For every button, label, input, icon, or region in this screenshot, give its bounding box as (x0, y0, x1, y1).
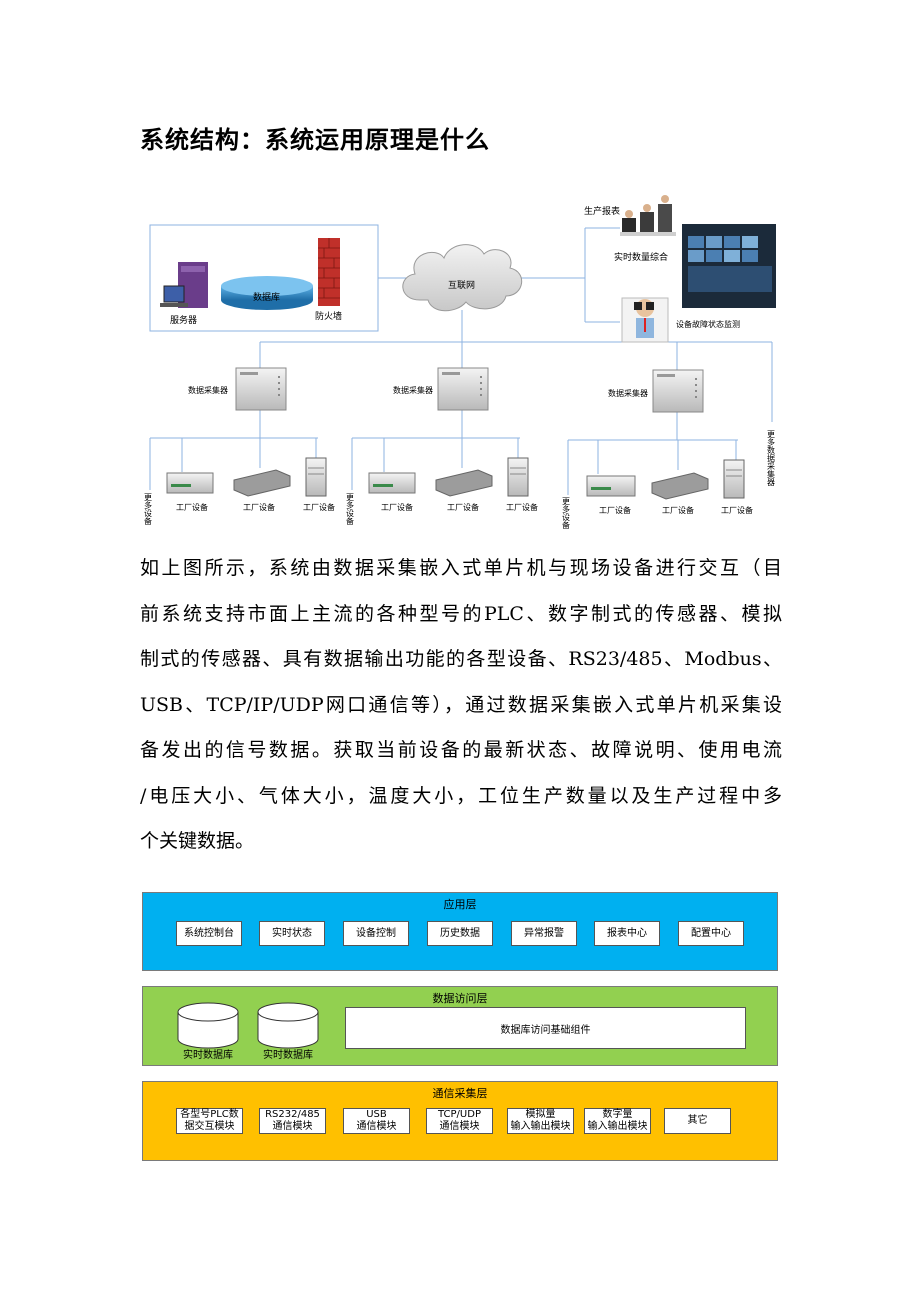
comm-module-box: 各型号PLC数 据交互模块 (176, 1108, 243, 1134)
paragraph-line: 个关键数据。 (140, 830, 255, 852)
app-module-box: 配置中心 (678, 921, 744, 946)
more-collectors-label: 更多数据采集器 (767, 430, 776, 487)
communication-layer: 通信采集层 各型号PLC数 据交互模块 RS232/485 通信模块 USB 通… (142, 1081, 778, 1161)
database-label: 实时数据库 (183, 1050, 233, 1061)
paragraph-line: 前系统支持市面上主流的各种型号的PLC、数字制式的传感器、模拟 (140, 602, 782, 625)
monitor-wall-icon (682, 224, 776, 308)
more-devices-label: 更多设备 (562, 497, 571, 530)
collector-icon (437, 367, 489, 411)
comm-module-box: USB 通信模块 (343, 1108, 410, 1134)
comm-module-box: 数字量 输入输出模块 (584, 1108, 651, 1134)
collector-label: 数据采集器 (188, 385, 228, 395)
monitor-label: 设备故障状态监测 (676, 319, 740, 329)
paragraph-line: 备发出的信号数据。获取当前设备的最新状态、故障说明、使用电流 (140, 739, 782, 761)
factory-device-label: 工厂设备 (243, 502, 275, 512)
database-access-component: 数据库访问基础组件 (345, 1007, 746, 1049)
paragraph-line: USB、TCP/IP/UDP网口通信等），通过数据采集嵌入式单片机采集设 (140, 693, 782, 716)
collector-icon (652, 369, 704, 413)
factory-device-label: 工厂设备 (381, 502, 413, 512)
application-layer: 应用层 系统控制台 实时状态 设备控制 历史数据 异常报警 报表中心 配置中心 (142, 892, 778, 971)
paragraph-line: /电压大小、气体大小，温度大小，工位生产数量以及生产过程中多 (140, 784, 782, 807)
database-label: 实时数据库 (263, 1050, 313, 1061)
data-access-layer-title: 数据访问层 (432, 992, 488, 1005)
factory-device-icon (651, 472, 709, 500)
factory-device-label: 工厂设备 (506, 502, 538, 512)
factory-device-label: 工厂设备 (662, 505, 694, 515)
factory-device-icon (507, 457, 529, 497)
paragraph-line: 制式的传感器、具有数据输出功能的各型设备、RS23/485、Modbus、 (140, 648, 782, 670)
factory-device-icon (435, 469, 493, 497)
internet-cloud-icon (402, 244, 522, 312)
realtime-label: 实时数量综合 (614, 251, 668, 263)
network-architecture-diagram: 服务器 数据库 防火墙 互联网 生产报表 (140, 190, 780, 535)
app-module-box: 历史数据 (427, 921, 493, 946)
factory-device-icon (723, 459, 745, 499)
factory-device-icon (166, 472, 214, 494)
database-label: 数据库 (253, 291, 280, 303)
data-access-layer: 数据访问层 实时数据库 实时数据库 数据库访问基础组件 (142, 986, 778, 1066)
more-devices-label: 更多设备 (346, 493, 355, 526)
app-module-box: 异常报警 (511, 921, 577, 946)
server-icon (160, 262, 208, 308)
report-people-icon (620, 195, 676, 236)
app-module-box: 实时状态 (259, 921, 325, 946)
internet-label: 互联网 (448, 280, 475, 291)
binocular-monitor-icon (621, 297, 669, 343)
app-module-box: 设备控制 (343, 921, 409, 946)
collector-icon (235, 367, 287, 411)
server-label: 服务器 (170, 314, 197, 326)
comm-module-box: 其它 (664, 1108, 731, 1134)
collector-label: 数据采集器 (608, 388, 648, 398)
database-cylinder-icon (257, 1002, 319, 1049)
factory-device-label: 工厂设备 (599, 505, 631, 515)
collector-label: 数据采集器 (393, 385, 433, 395)
app-module-box: 系统控制台 (176, 921, 242, 946)
factory-device-label: 工厂设备 (447, 502, 479, 512)
comm-module-box: TCP/UDP 通信模块 (426, 1108, 493, 1134)
factory-device-icon (233, 469, 291, 497)
description-paragraph: 如上图所示，系统由数据采集嵌入式单片机与现场设备进行交互（目 前系统支持市面上主… (140, 546, 782, 865)
app-module-box: 报表中心 (594, 921, 660, 946)
database-icon (221, 276, 313, 310)
more-devices-label: 更多设备 (144, 493, 153, 526)
communication-layer-title: 通信采集层 (432, 1087, 488, 1100)
comm-module-box: 模拟量 输入输出模块 (507, 1108, 574, 1134)
page-title: 系统结构：系统运用原理是什么 (140, 126, 490, 154)
paragraph-line: 如上图所示，系统由数据采集嵌入式单片机与现场设备进行交互（目 (140, 557, 782, 579)
realtime-database: 实时数据库 (255, 1001, 321, 1065)
realtime-database: 实时数据库 (175, 1001, 241, 1065)
factory-device-label: 工厂设备 (721, 505, 753, 515)
factory-device-label: 工厂设备 (303, 502, 335, 512)
factory-device-icon (586, 475, 636, 497)
factory-device-icon (305, 457, 327, 497)
database-cylinder-icon (177, 1002, 239, 1049)
report-label: 生产报表 (584, 205, 620, 217)
factory-device-label: 工厂设备 (176, 502, 208, 512)
factory-device-icon (368, 472, 416, 494)
application-layer-title: 应用层 (443, 898, 477, 911)
comm-module-box: RS232/485 通信模块 (259, 1108, 326, 1134)
firewall-icon (318, 238, 340, 306)
firewall-label: 防火墙 (315, 310, 342, 322)
